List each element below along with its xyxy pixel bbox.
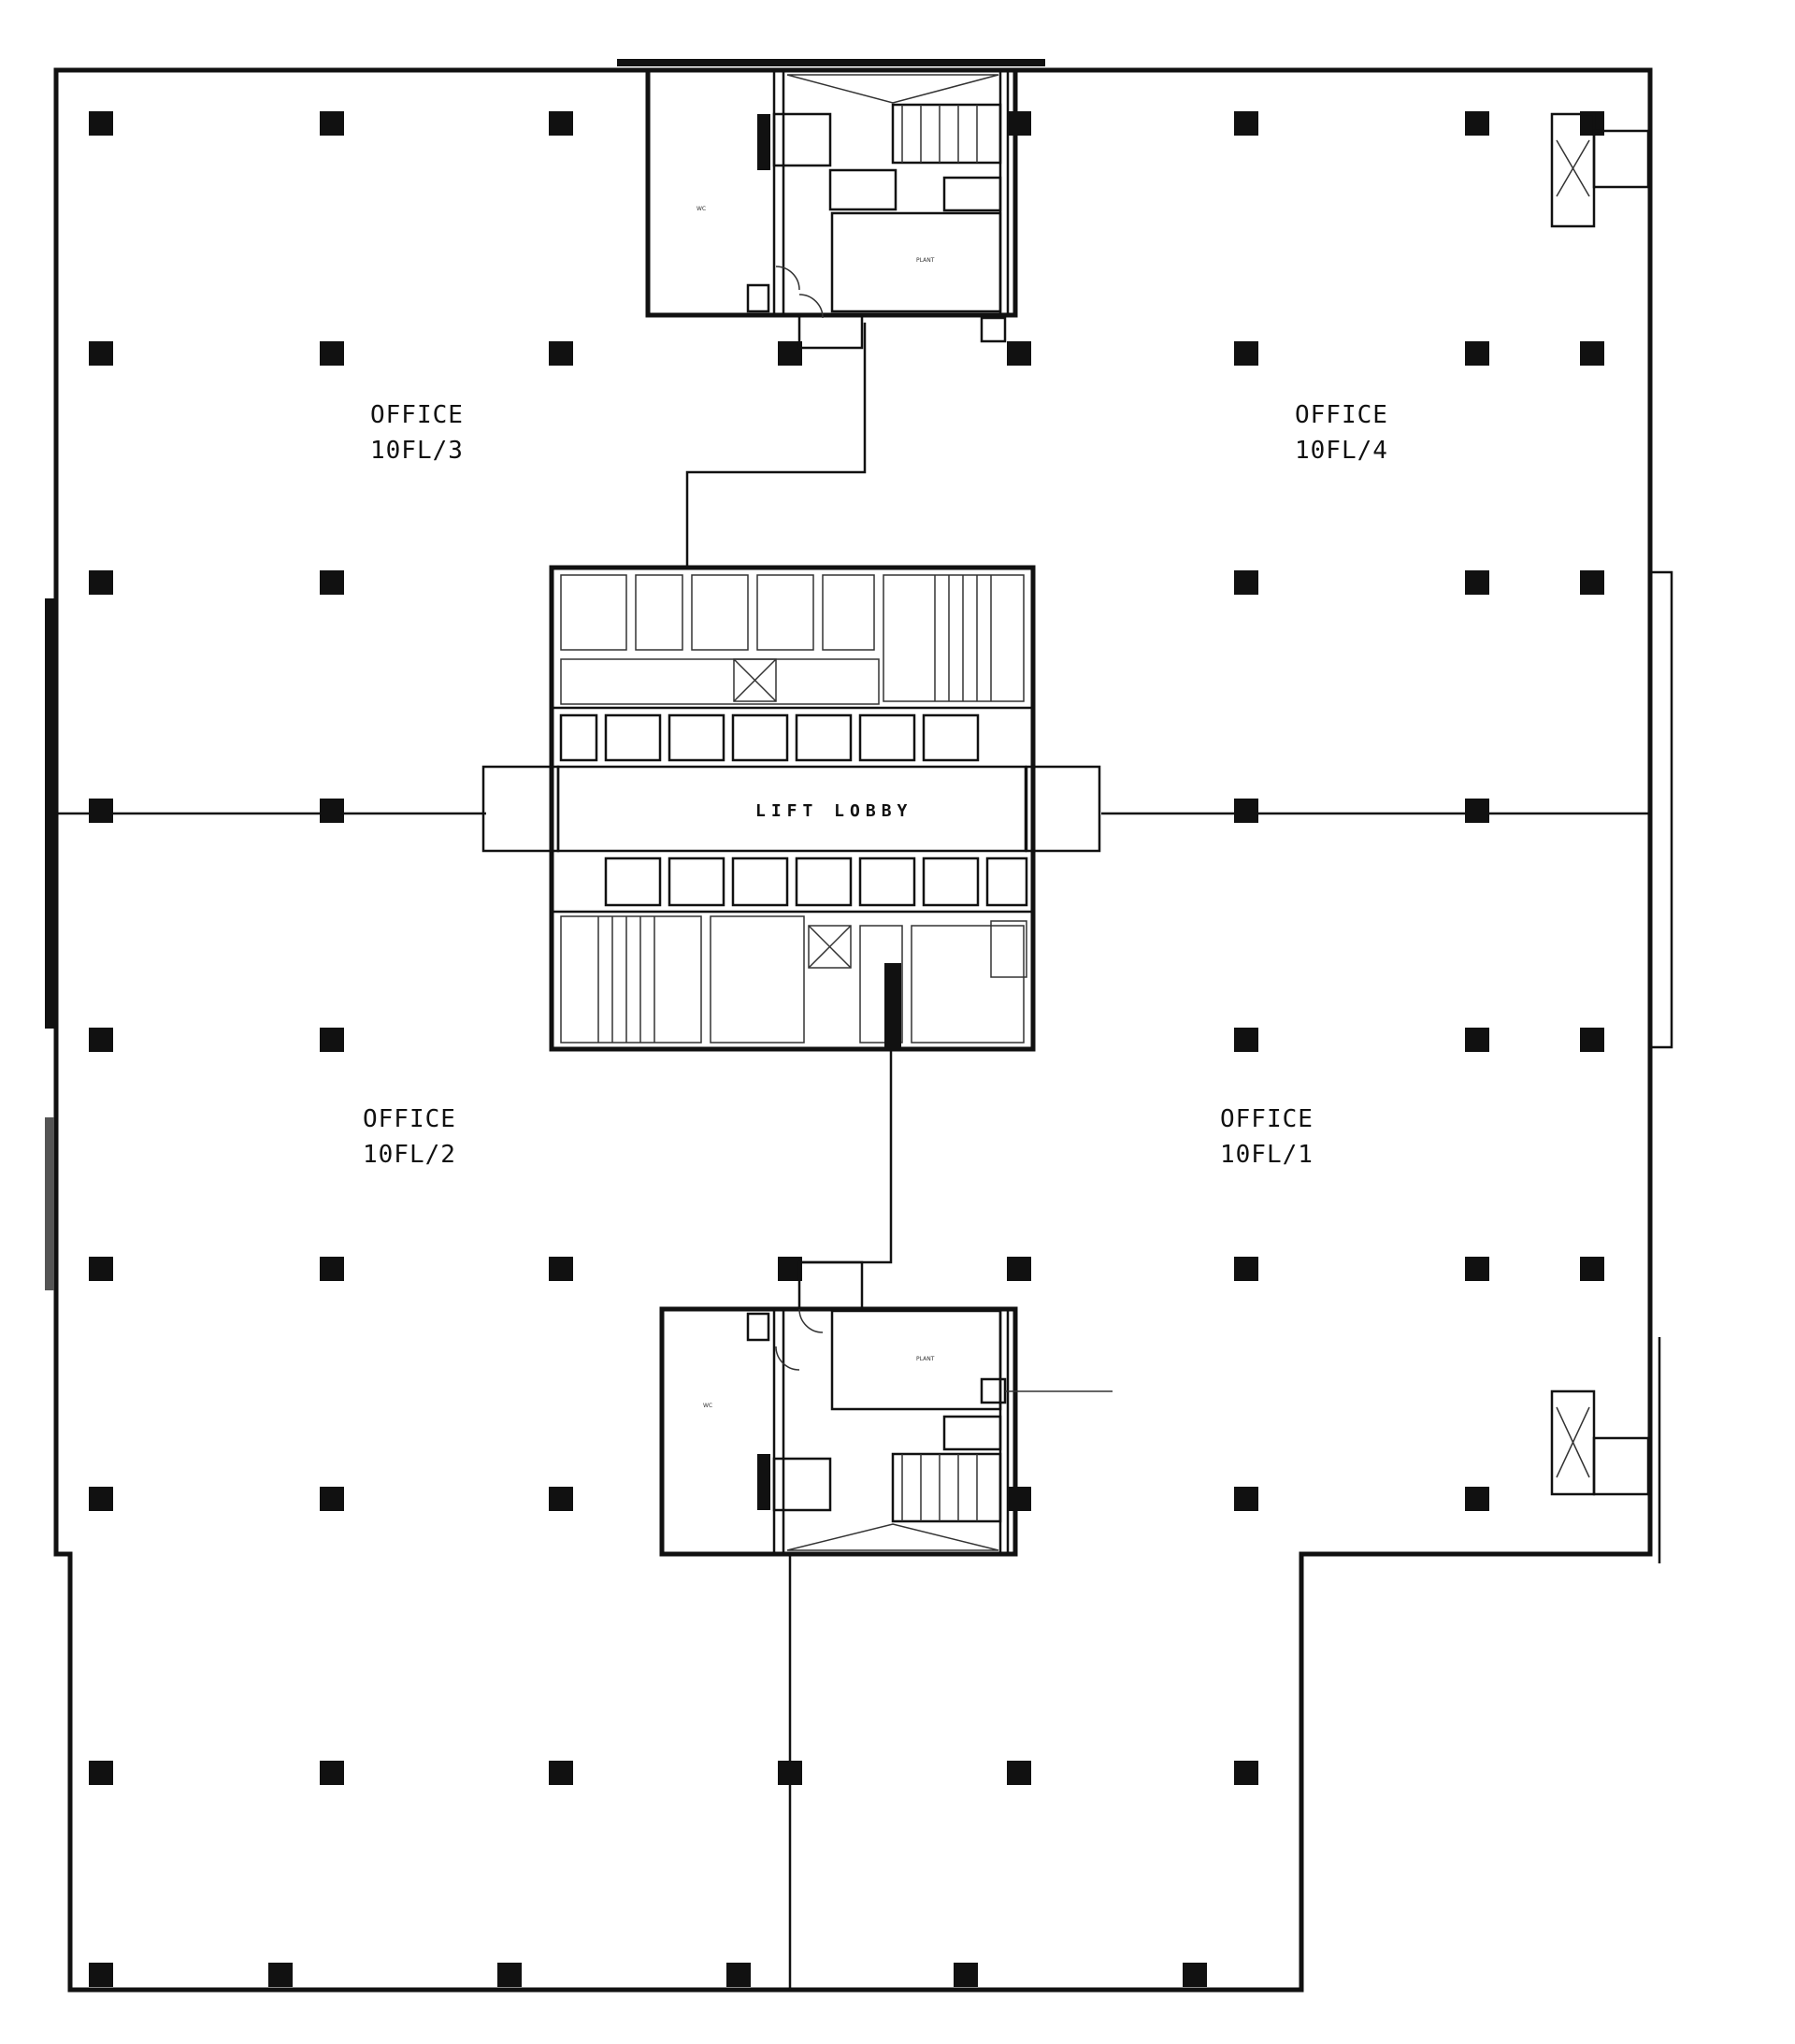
structural-column [320,111,344,136]
structural-column [320,799,344,823]
structural-column [320,341,344,366]
structural-column [1465,1487,1489,1511]
service-core-top: WC PLANT [645,67,1018,350]
structural-column [1580,570,1604,595]
structural-column [89,1487,113,1511]
structural-column [1234,570,1258,595]
structural-column [89,799,113,823]
structural-column [549,111,573,136]
lift-lobby-label: LIFT LOBBY [755,801,912,821]
structural-column [320,1028,344,1052]
structural-column [1580,1257,1604,1281]
structural-column [1007,1257,1031,1281]
structural-column [320,1487,344,1511]
structural-column [89,1028,113,1052]
structural-column [1465,570,1489,595]
structural-column [320,570,344,595]
structural-column [778,1257,802,1281]
structural-column [89,570,113,595]
office-3-label: OFFICE [370,401,464,429]
structural-column [89,1761,113,1785]
office-1-unit: 10FL/1 [1220,1141,1314,1169]
structural-column [1234,111,1258,136]
structural-column [549,341,573,366]
structural-column [1465,341,1489,366]
structural-column [549,1257,573,1281]
svg-text:PLANT: PLANT [916,257,935,264]
lift-cars-lower [604,856,1028,907]
structural-column [320,1257,344,1281]
structural-column [1007,1761,1031,1785]
structural-column [89,1963,113,1987]
office-2-label: OFFICE [363,1105,456,1133]
facade-strip-top [617,59,1045,66]
structural-column [1234,799,1258,823]
structural-column [1465,1028,1489,1052]
svg-text:WC: WC [703,1403,712,1409]
office-3-unit: 10FL/3 [370,437,464,465]
structural-column [726,1963,751,1987]
structural-column [497,1963,522,1987]
office-4-label: OFFICE [1295,401,1388,429]
svg-text:WC: WC [696,206,706,212]
structural-column [89,111,113,136]
structural-column [1465,111,1489,136]
division-lines [56,323,1650,1990]
structural-column [778,1761,802,1785]
structural-column [778,341,802,366]
structural-column [1007,111,1031,136]
structural-column [1183,1963,1207,1987]
structural-column [1234,1257,1258,1281]
structural-column [549,1487,573,1511]
facade-strip-left-lower [45,1117,54,1290]
lift-cars-upper [559,713,980,762]
structural-column [1234,1028,1258,1052]
structural-column [320,1761,344,1785]
structural-column [1007,341,1031,366]
office-2-unit: 10FL/2 [363,1141,456,1169]
structural-column [1234,1487,1258,1511]
structural-column [268,1963,293,1987]
central-core [481,565,1101,1052]
structural-column [1234,341,1258,366]
riser-upper-right [1550,112,1650,228]
structural-column [549,1761,573,1785]
riser-lower-right [1550,1389,1650,1496]
structural-column [1007,1487,1031,1511]
structural-column [1465,1257,1489,1281]
structural-column [1465,799,1489,823]
outer-wall [53,67,1653,1993]
office-4-unit: 10FL/4 [1295,437,1388,465]
service-core-bottom: WC PLANT [659,1260,1113,1557]
structural-column [1234,1761,1258,1785]
structural-column [89,1257,113,1281]
facade-strip-left [45,598,54,1029]
structural-column [1580,1028,1604,1052]
structural-column [89,341,113,366]
svg-text:PLANT: PLANT [916,1356,935,1362]
structural-column [954,1963,978,1987]
office-1-label: OFFICE [1220,1105,1314,1133]
structural-columns [89,111,1604,1987]
facade-strip-right [1649,570,1673,1049]
structural-column [1580,341,1604,366]
